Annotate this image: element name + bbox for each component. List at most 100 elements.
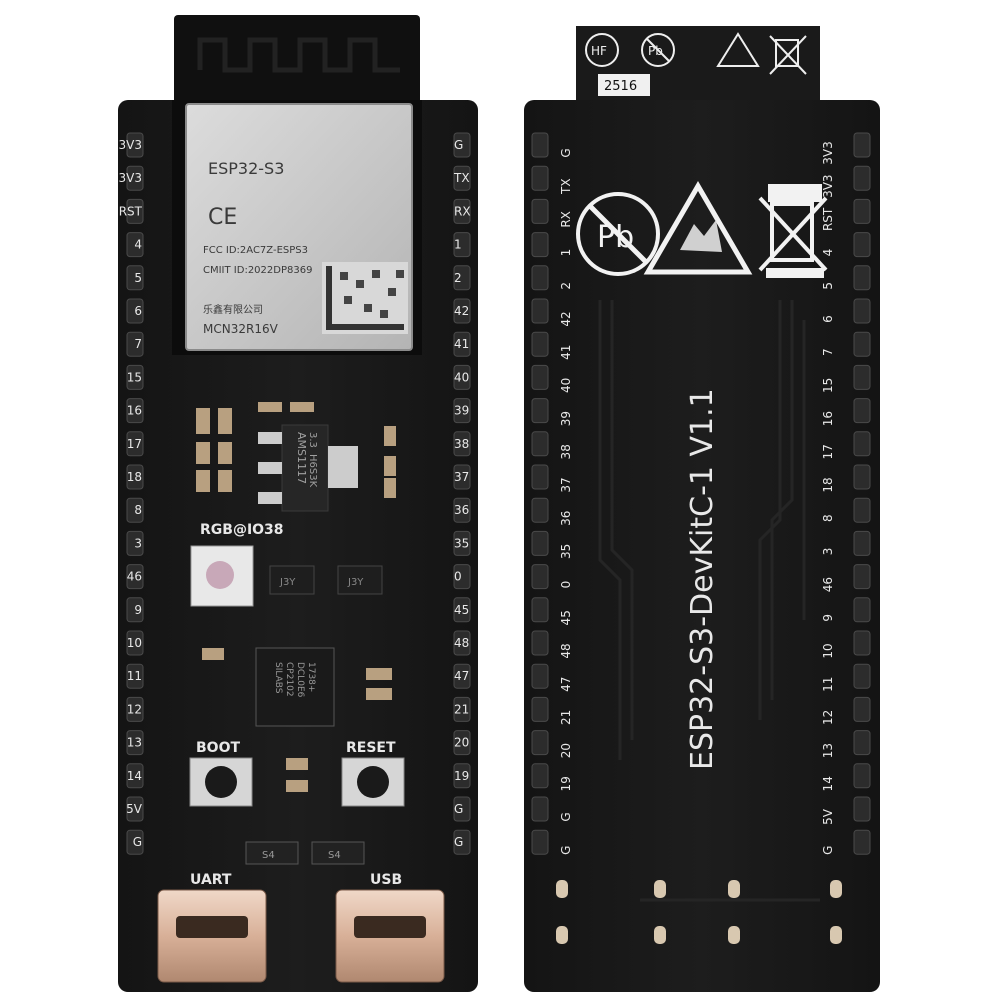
header-pin bbox=[853, 232, 871, 258]
header-pin bbox=[126, 829, 144, 855]
weee-small-icon bbox=[769, 35, 807, 75]
pin-label: 45 bbox=[559, 610, 573, 625]
board-name: ESP32-S3-DevKitC-1 V1.1 bbox=[685, 388, 720, 770]
header-pin bbox=[126, 165, 144, 191]
reset-button[interactable] bbox=[341, 757, 405, 807]
header-pin bbox=[531, 630, 549, 656]
header-pin bbox=[531, 796, 549, 822]
pin-label: G bbox=[559, 148, 573, 157]
uart-micro-usb-port[interactable] bbox=[157, 889, 267, 983]
pin-label: 6 bbox=[134, 304, 142, 318]
pin-label: 36 bbox=[559, 511, 573, 526]
rgb-led-lens bbox=[206, 561, 234, 589]
pin-label: 3 bbox=[134, 536, 142, 550]
header-pin bbox=[453, 165, 471, 191]
pin-label: 20 bbox=[559, 743, 573, 758]
header-pin bbox=[853, 464, 871, 490]
pin-label: 41 bbox=[454, 337, 469, 351]
pin-label: RX bbox=[559, 211, 573, 228]
pin-label: G bbox=[559, 812, 573, 821]
header-pin bbox=[126, 796, 144, 822]
header-pin bbox=[453, 464, 471, 490]
date-code: 2516 bbox=[604, 79, 637, 94]
pin-label: 21 bbox=[559, 710, 573, 725]
header-pin bbox=[531, 696, 549, 722]
pin-label: 39 bbox=[559, 411, 573, 426]
header-pin bbox=[853, 630, 871, 656]
esd-warning-icon bbox=[643, 181, 753, 275]
pin-label: 7 bbox=[821, 348, 835, 356]
pin-label: 21 bbox=[454, 702, 469, 716]
header-pin bbox=[453, 198, 471, 224]
datamatrix-code bbox=[322, 262, 408, 334]
pin-label: RST bbox=[119, 204, 143, 218]
pin-label: 20 bbox=[454, 736, 469, 750]
pin-label: 35 bbox=[559, 544, 573, 559]
usb-label: USB bbox=[370, 872, 402, 888]
header-pin bbox=[853, 730, 871, 756]
header-pin bbox=[453, 431, 471, 457]
pin-label: 1 bbox=[454, 238, 462, 252]
header-pin bbox=[531, 431, 549, 457]
header-pin bbox=[531, 597, 549, 623]
header-pin bbox=[531, 132, 549, 158]
header-pin bbox=[453, 364, 471, 390]
transistor-q1: J3Y bbox=[269, 565, 315, 595]
pin-label: 19 bbox=[454, 769, 469, 783]
svg-text:DCL0E6: DCL0E6 bbox=[295, 662, 305, 698]
pin-label: 37 bbox=[559, 477, 573, 492]
pin-label: 39 bbox=[454, 404, 469, 418]
pin-label: 38 bbox=[559, 444, 573, 459]
svg-text:AMS1117: AMS1117 bbox=[295, 432, 308, 484]
usb-micro-usb-port[interactable] bbox=[335, 889, 445, 983]
pin-label: 4 bbox=[821, 249, 835, 257]
svg-text:CP2102: CP2102 bbox=[284, 662, 294, 697]
boot-label: BOOT bbox=[196, 740, 240, 756]
header-pin bbox=[853, 364, 871, 390]
header-pin bbox=[453, 265, 471, 291]
ce-mark: CE bbox=[208, 205, 237, 230]
pin-label: G bbox=[133, 835, 142, 849]
back-board: HF Pb 2516 Pb bbox=[524, 26, 880, 992]
pb-free-small-icon: Pb bbox=[641, 33, 675, 67]
cp2102-chip bbox=[255, 647, 335, 727]
header-pin bbox=[453, 564, 471, 590]
svg-text:J3Y: J3Y bbox=[347, 577, 364, 588]
header-pin bbox=[531, 265, 549, 291]
ldo-marking: AMS1117 3.3 H6S3K bbox=[295, 432, 318, 488]
header-pin bbox=[853, 165, 871, 191]
pin-label: 6 bbox=[821, 315, 835, 323]
header-pin bbox=[853, 431, 871, 457]
pin-label: G bbox=[559, 846, 573, 855]
header-pin bbox=[853, 497, 871, 523]
svg-text:3.3: 3.3 bbox=[307, 432, 318, 448]
header-pin bbox=[453, 763, 471, 789]
esd-small-icon bbox=[716, 32, 760, 67]
rgb-label: RGB@IO38 bbox=[200, 522, 284, 538]
pin-label: TX bbox=[453, 171, 470, 185]
header-pin bbox=[453, 132, 471, 158]
reset-label: RESET bbox=[346, 740, 396, 756]
header-pin bbox=[531, 364, 549, 390]
transistor-q2: J3Y bbox=[337, 565, 383, 595]
ldo-pin-2 bbox=[258, 462, 282, 474]
header-pin bbox=[531, 829, 549, 855]
back-traces bbox=[598, 300, 820, 902]
pin-label: 8 bbox=[134, 503, 142, 517]
pin-label: 40 bbox=[454, 370, 469, 384]
pin-label: 2 bbox=[454, 271, 462, 285]
pin-label: 16 bbox=[127, 404, 142, 418]
pin-label: 12 bbox=[821, 710, 835, 725]
module-model: MCN32R16V bbox=[203, 322, 279, 336]
svg-text:HF: HF bbox=[591, 44, 607, 58]
pin-label: 17 bbox=[127, 437, 142, 451]
boot-button[interactable] bbox=[189, 757, 253, 807]
header-pin bbox=[453, 331, 471, 357]
pin-label: 48 bbox=[559, 643, 573, 658]
ldo-pin-3 bbox=[258, 492, 282, 504]
pin-label: 41 bbox=[559, 345, 573, 360]
header-pin bbox=[126, 398, 144, 424]
header-pin bbox=[126, 630, 144, 656]
